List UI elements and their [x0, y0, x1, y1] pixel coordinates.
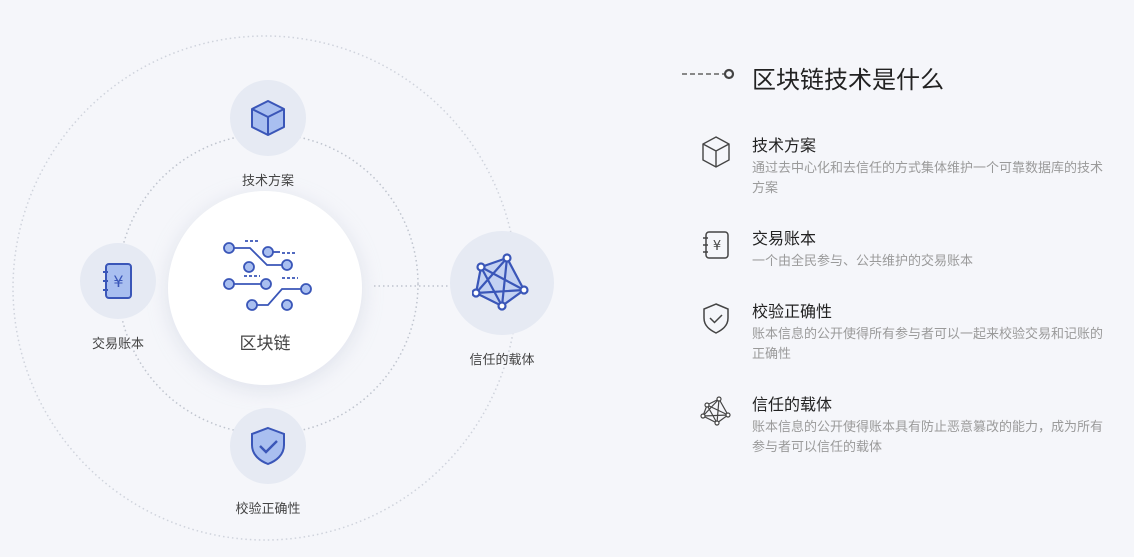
circuit-icon — [223, 240, 312, 311]
node-ledger[interactable]: ¥ — [80, 243, 156, 319]
item-heading: 校验正确性 — [752, 304, 833, 321]
svg-text:¥: ¥ — [713, 239, 721, 254]
item-desc: 账本信息的公开使得所有参与者可以一起来校验交易和记账的正确性 — [752, 326, 1104, 361]
item-desc: 一个由全民参与、公共维护的交易账本 — [752, 253, 974, 268]
item-heading: 技术方案 — [752, 138, 817, 155]
ledger-yen-icon: ¥ — [703, 231, 729, 259]
item-heading: 交易账本 — [752, 231, 817, 248]
cube-icon — [251, 100, 285, 136]
center-label: 区块链 — [239, 334, 291, 353]
section-title: 区块链技术是什么 — [752, 67, 944, 94]
shield-check-icon — [251, 426, 285, 466]
node-trust-label: 信任的载体 — [469, 352, 535, 367]
node-verify[interactable] — [230, 408, 306, 484]
network-icon — [700, 396, 731, 426]
item-desc: 通过去中心化和去信任的方式集体维护一个可靠数据库的技术方案 — [752, 160, 1104, 195]
node-trust[interactable] — [450, 231, 554, 335]
item-heading: 信任的载体 — [752, 397, 833, 414]
shield-check-icon — [703, 303, 729, 334]
node-tech[interactable] — [230, 80, 306, 156]
network-icon — [472, 253, 529, 311]
title-connector-icon — [682, 68, 735, 80]
node-tech-label: 技术方案 — [241, 173, 294, 188]
svg-text:¥: ¥ — [113, 272, 123, 291]
node-verify-label: 校验正确性 — [235, 501, 301, 516]
ledger-yen-icon: ¥ — [103, 263, 132, 299]
item-desc: 账本信息的公开使得账本具有防止恶意篡改的能力，成为所有参与者可以信任的载体 — [752, 419, 1104, 454]
blockchain-center: 区块链 — [168, 191, 362, 385]
cube-icon — [702, 136, 730, 168]
node-ledger-label: 交易账本 — [91, 336, 144, 351]
